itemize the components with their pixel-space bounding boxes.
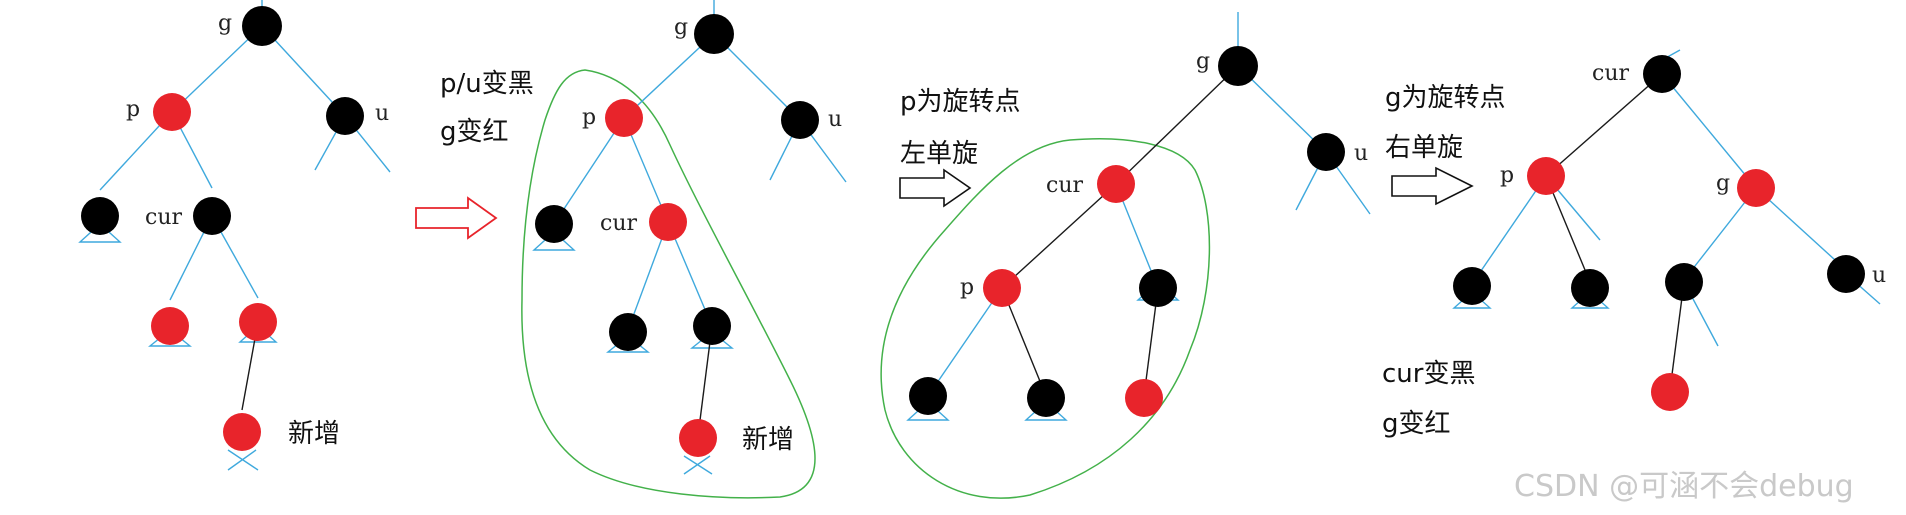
node-cur (649, 203, 687, 241)
node-p-left-child (1453, 267, 1491, 305)
node-p (153, 93, 191, 131)
arrow-right-red (415, 196, 498, 240)
label-new: 新增 (288, 419, 340, 449)
highlight-outline-2 (880, 138, 1211, 499)
label-p: p (126, 97, 140, 122)
step2-line1: p为旋转点 (900, 87, 1021, 117)
node-cur-right-child (239, 303, 277, 341)
node-p-left-child (81, 197, 119, 235)
step2-line2: 左单旋 (900, 139, 978, 169)
panel-2-tree: g p u cur 新增 (521, 0, 847, 499)
step3-line2: 右单旋 (1385, 133, 1463, 163)
arrow-right (1391, 166, 1474, 206)
label-cur: cur (600, 211, 637, 236)
node-u (326, 97, 364, 135)
step1-line2: g变红 (440, 117, 509, 147)
node-cur-right-child (1139, 269, 1177, 307)
label-u: u (1872, 263, 1886, 288)
node-g (242, 6, 282, 46)
label-u: u (1354, 141, 1368, 166)
node-p-right-child (1027, 379, 1065, 417)
node-cur-left-child (151, 307, 189, 345)
label-g: g (218, 11, 232, 36)
node-u (1307, 133, 1345, 171)
node-cur (1097, 165, 1135, 203)
node-cur (1643, 55, 1681, 93)
node-new (223, 413, 261, 451)
arrow-right (899, 168, 972, 208)
label-cur: cur (1046, 173, 1083, 198)
result-note-line2: g变红 (1382, 409, 1451, 439)
label-p: p (960, 275, 974, 300)
node-u (1827, 255, 1865, 293)
panel-1-tree: g p u cur 新增 (78, 0, 391, 471)
label-u: u (375, 101, 389, 126)
node-cur-right-child (693, 307, 731, 345)
label-cur: cur (1592, 61, 1629, 86)
node-cur-left-child (609, 313, 647, 351)
node-u (781, 101, 819, 139)
result-note-line1: cur变黑 (1382, 359, 1475, 389)
label-p: p (1500, 163, 1514, 188)
panel-3-tree: g cur u p (880, 12, 1371, 499)
label-g: g (1196, 49, 1210, 74)
node-p (983, 269, 1021, 307)
node-p (605, 99, 643, 137)
node-new (1651, 373, 1689, 411)
node-g (1218, 46, 1258, 86)
panel-4-tree: cur p g u cur变黑 g变红 (1382, 49, 1886, 439)
step3-line1: g为旋转点 (1385, 83, 1506, 113)
node-cur (193, 197, 231, 235)
node-p (1527, 157, 1565, 195)
node-g-left-child (1665, 263, 1703, 301)
node-p-left-child (909, 377, 947, 415)
label-p: p (582, 105, 596, 130)
label-u: u (828, 107, 842, 132)
watermark: CSDN @可涵不会debug (1514, 469, 1854, 504)
step1-line1: p/u变黑 (440, 69, 534, 99)
highlight-outline-1 (521, 69, 816, 499)
node-new (1125, 379, 1163, 417)
label-g: g (1716, 171, 1730, 196)
node-new (679, 419, 717, 457)
node-g (1737, 169, 1775, 207)
node-p-right-child (1571, 269, 1609, 307)
node-p-left-child (535, 205, 573, 243)
node-g (694, 14, 734, 54)
label-new: 新增 (742, 425, 794, 455)
label-g: g (674, 15, 688, 40)
label-cur: cur (145, 205, 182, 230)
